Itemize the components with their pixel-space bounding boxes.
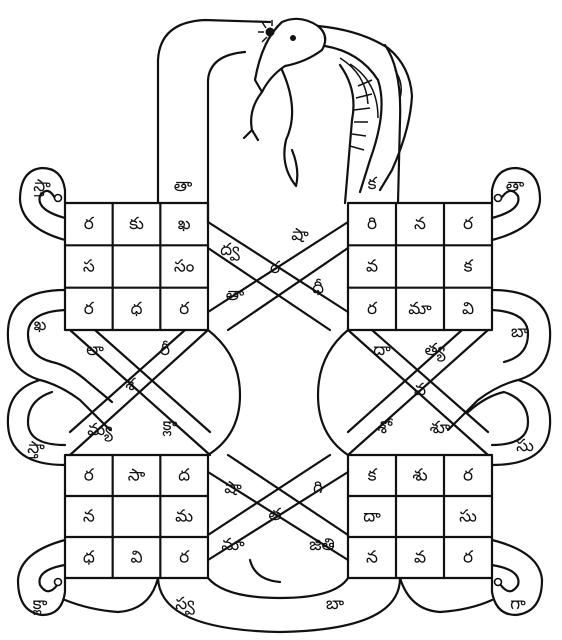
right-cross-top-left: దా: [373, 340, 391, 360]
left-side-bands: [6, 288, 242, 467]
bottom-cross-bottom-left: మా: [221, 535, 245, 555]
left-cross-bottom-right: క్లా: [162, 415, 178, 437]
letter-top-right-above: క: [368, 174, 378, 194]
grid-cell-letter: ర: [367, 299, 378, 319]
left-cross-center: శ: [125, 375, 136, 395]
letter-top-above-grid: తా: [174, 176, 193, 196]
right-cross-letters: దా త్య వ శో శూ: [373, 340, 451, 438]
grid-cell-letter: ర: [179, 548, 190, 568]
right-side-bands: [316, 288, 552, 467]
grid-cell-letter: వి: [130, 548, 142, 568]
grid-cell-letter: వి: [462, 299, 474, 319]
grid-frame: [63, 453, 210, 580]
grid-cell-letter: కు: [129, 214, 144, 234]
grid-frame: [63, 201, 210, 332]
grid-cell-letter: సం: [174, 257, 195, 277]
grid-frame: [346, 201, 494, 332]
grid-cell-letter: మ: [175, 507, 193, 527]
top-cross-bands: [206, 201, 350, 332]
top-cross-bottom-left: తా: [226, 285, 245, 305]
grid-cell-letter: వ: [366, 257, 378, 277]
right-cross-center: వ: [414, 380, 426, 400]
grid-cell-letter: న: [83, 507, 95, 527]
letter-bottom-right-loop: గా: [510, 594, 526, 614]
right-cross-bottom-left: శో: [378, 418, 394, 438]
top-cross-top: షా: [291, 225, 309, 245]
grid-cell-letter: సా: [128, 466, 146, 486]
letter-right-upper: బా: [511, 322, 529, 342]
top-cross-center: ర: [270, 258, 281, 278]
left-cross-letters: లా రీ శ మ్య క్లా: [86, 340, 178, 442]
grid-top-right: రి న ర వ క ర మా వి: [346, 201, 494, 332]
grid-cell-letter: ర: [463, 548, 474, 568]
grid-cell-letter: ధ: [130, 299, 142, 319]
letter-bottom-left-loop: క్లా: [32, 594, 48, 616]
outer-letters: స్తా తా క తా ఖ స్తా బా సు క్లా స్వ బా గా: [27, 174, 534, 616]
grid-cell-letter: ద: [178, 466, 190, 486]
bottom-cross-top-left: షా: [224, 478, 242, 498]
grid-cell-letter: ర: [84, 466, 95, 486]
bottom-cross-letters: షా గి త మా జితి: [221, 478, 335, 555]
left-cross-top-right: రీ: [160, 340, 170, 360]
letter-bottom-left-mid: స్వ: [175, 594, 195, 615]
letter-bottom-mid: బా: [326, 594, 344, 614]
grid-top-left: ర కు ఖ స సం ర ధ ర: [63, 201, 210, 332]
corner-loops: [16, 166, 544, 617]
grid-cell-letter: శు: [412, 466, 427, 486]
grid-cell-letter: క: [464, 257, 474, 277]
grid-cell-letter: ఖ: [178, 214, 191, 234]
bottom-cross-center: త: [268, 505, 281, 525]
grid-cell-letter: వ: [414, 548, 426, 568]
bottom-cross-bands: [156, 453, 402, 634]
right-cross-bottom-right: శూ: [430, 418, 451, 438]
grid-cell-letter: క: [368, 466, 378, 486]
grid-cell-letter: ధ: [83, 548, 95, 568]
grid-frame: [346, 453, 494, 580]
left-cross-bottom-left: మ్య: [87, 420, 113, 442]
right-cross-top-right: త్య: [425, 340, 446, 362]
snake-body: [156, 18, 402, 205]
grid-cell-letter: మా: [408, 299, 432, 319]
grid-cell-letter: న: [366, 548, 378, 568]
top-cross-left: ద్వ: [220, 240, 240, 261]
grid-cell-letter: ర: [84, 299, 95, 319]
grid-cell-letter: దా: [363, 507, 381, 527]
letter-left-lower: స్తా: [27, 438, 45, 459]
grid-cell-letter: న: [414, 214, 426, 234]
top-cross-right: ధీ: [312, 278, 324, 298]
top-cross-letters: ద్వ షా ర తా ధీ: [220, 225, 324, 305]
grid-bottom-left: ర సా ద న మ ధ వి ర: [63, 453, 210, 580]
grid-cell-letter: స: [83, 257, 95, 277]
grid-bottom-right: క శు ర దా సు న వ ర: [346, 453, 494, 580]
letter-left-upper: ఖ: [34, 315, 47, 335]
bottom-cross-top-right: గి: [313, 478, 323, 498]
grid-cell-letter: ర: [179, 299, 190, 319]
left-cross-top-left: లా: [86, 340, 104, 360]
letter-top-right-loop: తా: [506, 176, 525, 196]
letter-top-left-loop: స్తా: [33, 176, 51, 197]
grid-cell-letter: ర: [463, 214, 474, 234]
bottom-cross-bottom-right: జితి: [309, 535, 335, 555]
bottom-outer-swirls: [63, 576, 494, 614]
snake-head-icon: [242, 17, 414, 194]
grid-cell-letter: ర: [463, 466, 474, 486]
grid-cell-letter: ర: [84, 214, 95, 234]
letter-right-lower: సు: [516, 436, 534, 456]
grid-cell-letter: రి: [367, 214, 377, 234]
grid-cell-letter: సు: [459, 507, 477, 527]
